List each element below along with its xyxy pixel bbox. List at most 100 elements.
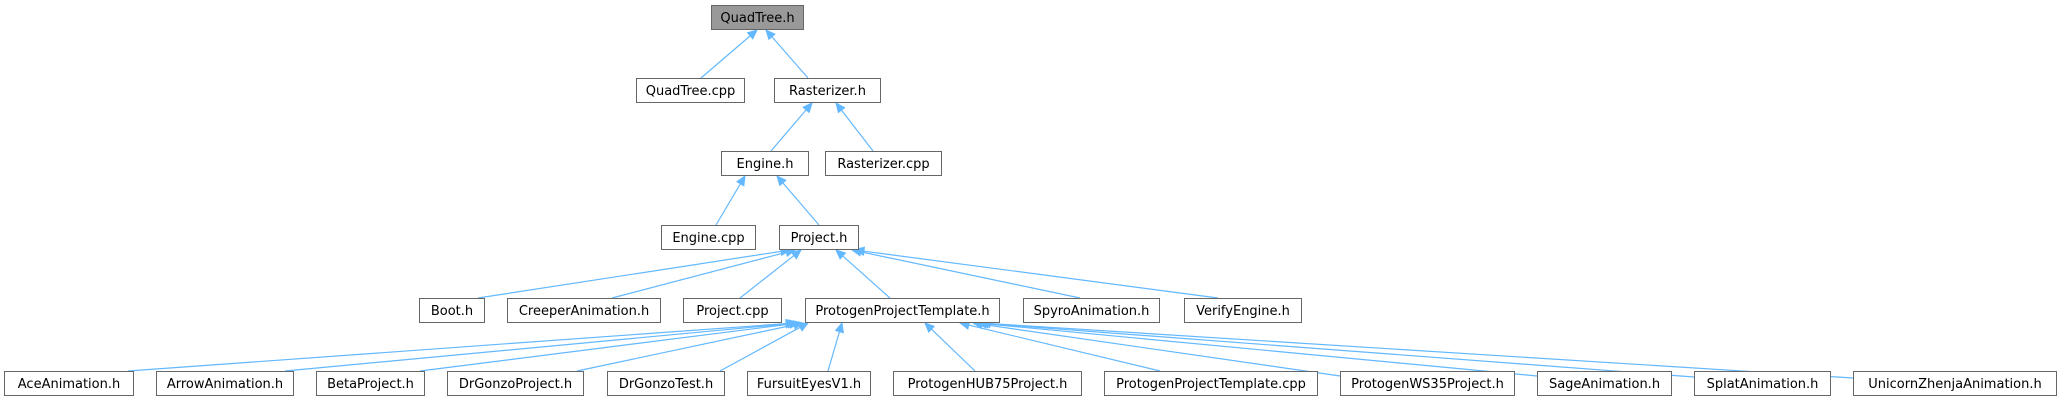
edge-arrowhead <box>765 29 776 41</box>
node-label: QuadTree.cpp <box>646 84 736 99</box>
node-box <box>1537 371 1672 396</box>
node-label: ProtogenProjectTemplate.h <box>815 304 989 319</box>
node-engine-h[interactable]: Engine.h <box>721 151 809 176</box>
edge-ppt_h-to-project_h <box>835 249 891 299</box>
node-label: ProtogenProjectTemplate.cpp <box>1116 377 1306 392</box>
edge-rasterizer_h-to-quadtree_h <box>765 29 809 79</box>
edge-line <box>770 109 807 152</box>
node-verify-h[interactable]: VerifyEngine.h <box>1184 298 1302 323</box>
node-project-cpp[interactable]: Project.cpp <box>683 298 782 323</box>
edge-arrowhead <box>736 174 746 187</box>
node-label: UnicornZhenjaAnimation.h <box>1868 377 2041 392</box>
node-label: SpyroAnimation.h <box>1034 304 1150 319</box>
node-ppt-h[interactable]: ProtogenProjectTemplate.h <box>805 298 1000 323</box>
node-box <box>721 151 809 176</box>
node-label: DrGonzoProject.h <box>459 377 572 392</box>
node-label: ArrowAnimation.h <box>167 377 283 392</box>
edge-line <box>863 250 1219 299</box>
edge-arrowhead <box>834 321 844 334</box>
node-box <box>711 5 804 30</box>
node-ace-h[interactable]: AceAnimation.h <box>4 371 134 396</box>
edge-arrowhead <box>924 322 936 334</box>
edge-arrowhead <box>835 249 847 260</box>
node-sage-h[interactable]: SageAnimation.h <box>1537 371 1672 396</box>
edge-engine_h-to-rasterizer_h <box>770 102 813 152</box>
node-box <box>419 298 485 323</box>
edge-line <box>284 323 789 372</box>
node-label: SplatAnimation.h <box>1707 377 1819 392</box>
edge-line <box>739 255 795 299</box>
node-ws35-h[interactable]: ProtogenWS35Project.h <box>1340 371 1515 396</box>
node-beta-h[interactable]: BetaProject.h <box>316 371 425 396</box>
node-box <box>774 78 881 103</box>
edge-line <box>931 328 976 372</box>
node-box <box>156 371 294 396</box>
edge-project_cpp-to-project_h <box>739 249 802 299</box>
node-label: ProtogenHUB75Project.h <box>908 377 1068 392</box>
node-label: Boot.h <box>431 304 473 319</box>
node-label: VerifyEngine.h <box>1196 304 1290 319</box>
node-hub75-h[interactable]: ProtogenHUB75Project.h <box>893 371 1082 396</box>
node-box <box>1184 298 1302 323</box>
node-box <box>1853 371 2057 396</box>
node-creeper-h[interactable]: CreeperAnimation.h <box>507 298 661 323</box>
edge-line <box>842 255 891 299</box>
edge-verify_h-to-project_h <box>853 246 1219 299</box>
node-box <box>507 298 661 323</box>
node-quadtree-cpp[interactable]: QuadTree.cpp <box>636 78 745 103</box>
node-rasterizer-h[interactable]: Rasterizer.h <box>774 78 881 103</box>
node-engine-cpp[interactable]: Engine.cpp <box>661 225 756 250</box>
node-label: Rasterizer.cpp <box>837 157 929 172</box>
node-rasterizer-cpp[interactable]: Rasterizer.cpp <box>825 151 942 176</box>
node-box <box>661 225 756 250</box>
edge-line <box>477 250 782 299</box>
edge-line <box>860 251 1081 299</box>
node-box <box>825 151 942 176</box>
node-drgonzotest-h[interactable]: DrGonzoTest.h <box>607 371 725 396</box>
node-boot-h[interactable]: Boot.h <box>419 298 485 323</box>
node-quadtree-h[interactable]: QuadTree.h <box>711 5 804 30</box>
edge-arrowhead <box>746 29 758 40</box>
node-box <box>683 298 782 323</box>
edge-arrow_h-to-ppt_h <box>284 319 799 372</box>
edge-drgonzotest_h-to-ppt_h <box>719 322 810 372</box>
edge-arrowhead <box>853 246 866 256</box>
edge-line <box>715 183 741 226</box>
node-box <box>893 371 1082 396</box>
node-unicorn-h[interactable]: UnicornZhenjaAnimation.h <box>1853 371 2057 396</box>
edge-line <box>985 323 1538 377</box>
edge-line <box>771 36 809 79</box>
node-spyro-h[interactable]: SpyroAnimation.h <box>1023 298 1160 323</box>
node-project-h[interactable]: Project.h <box>779 225 859 250</box>
node-drgonzo-h[interactable]: DrGonzoProject.h <box>447 371 584 396</box>
edge-arrowhead <box>802 102 813 114</box>
node-splat-h[interactable]: SplatAnimation.h <box>1694 371 1831 396</box>
edge-line <box>719 326 801 372</box>
node-label: SageAnimation.h <box>1549 377 1660 392</box>
node-box <box>316 371 425 396</box>
edge-line <box>981 323 1341 377</box>
node-box <box>747 371 871 396</box>
node-fursuit-h[interactable]: FursuitEyesV1.h <box>747 371 871 396</box>
edge-quadtree_cpp-to-quadtree_h <box>700 29 758 79</box>
edge-project_h-to-engine_h <box>776 175 820 226</box>
node-arrow-h[interactable]: ArrowAnimation.h <box>156 371 294 396</box>
node-label: FursuitEyesV1.h <box>757 377 861 392</box>
node-label: Rasterizer.h <box>789 84 866 99</box>
node-box <box>4 371 134 396</box>
node-label: BetaProject.h <box>327 377 414 392</box>
node-box <box>1104 371 1318 396</box>
node-box <box>1340 371 1515 396</box>
edge-fursuit_h-to-ppt_h <box>827 321 844 372</box>
edge-rasterizer_cpp-to-rasterizer_h <box>835 102 874 152</box>
edge-line <box>987 323 1695 378</box>
edge-spyro_h-to-project_h <box>850 247 1081 299</box>
edge-line <box>782 182 820 226</box>
node-label: Project.cpp <box>696 304 768 319</box>
node-ppt-cpp[interactable]: ProtogenProjectTemplate.cpp <box>1104 371 1318 396</box>
node-box <box>447 371 584 396</box>
edge-line <box>611 251 787 299</box>
edge-line <box>576 324 795 372</box>
node-label: CreeperAnimation.h <box>519 304 649 319</box>
